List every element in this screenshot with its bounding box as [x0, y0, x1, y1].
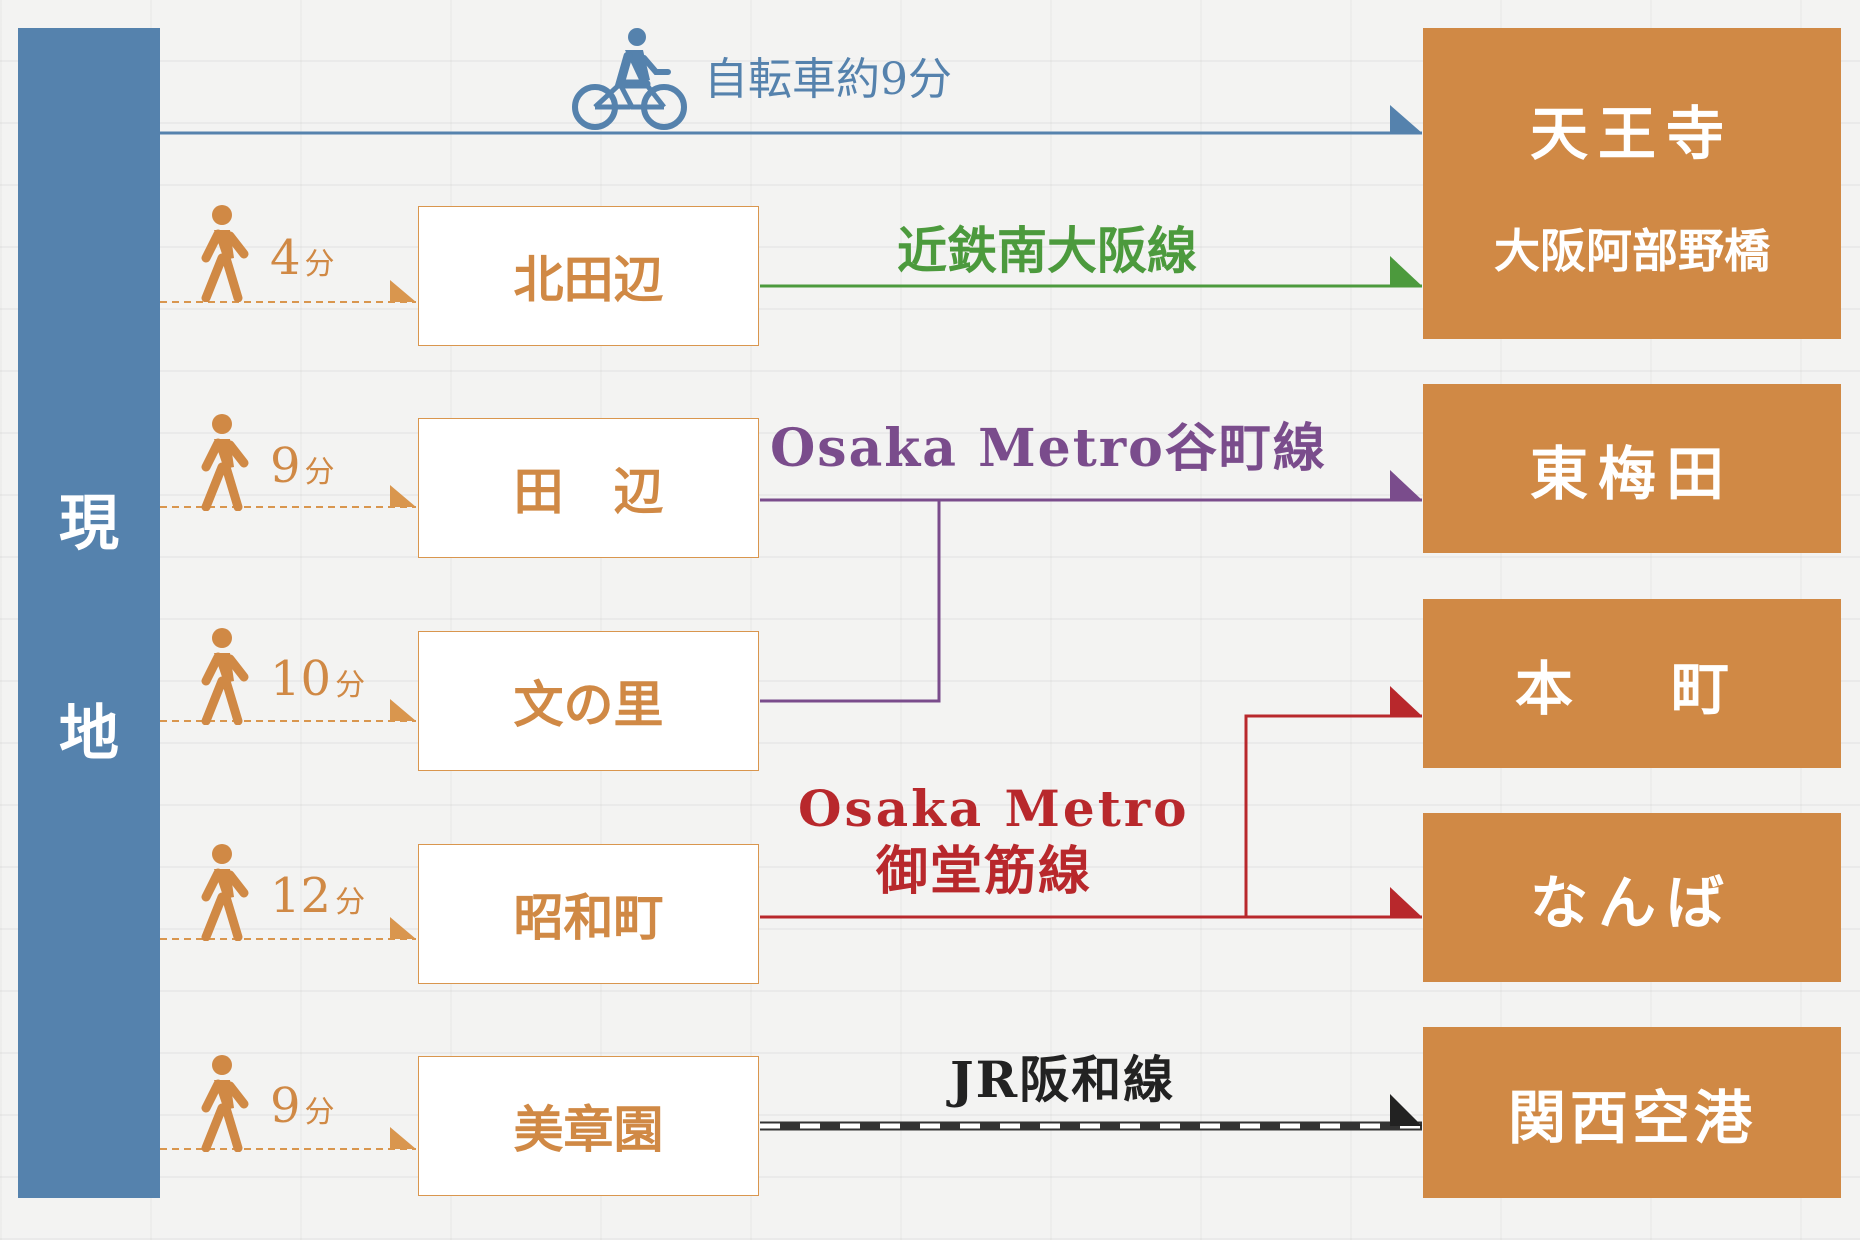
bicycle-icon — [572, 28, 687, 130]
walking-person-icon — [201, 844, 249, 941]
tanimachi-branch-line — [760, 500, 941, 703]
walk-arrowhead-bishoen — [390, 1127, 416, 1149]
origin-block: 現 地 — [18, 28, 160, 1198]
destination-namba: なんば — [1423, 813, 1841, 982]
station-showacho: 昭和町 — [418, 844, 759, 984]
walking-person-icon — [201, 1055, 249, 1152]
bicycle-time-label: 自転車約9分 — [704, 54, 952, 105]
bicycle-route-arrowhead — [1390, 105, 1422, 133]
tanimachi-line-label: Osaka Metro谷町線 — [770, 418, 1327, 479]
walking-person-icon — [201, 628, 249, 725]
origin-char-1: 現 — [59, 489, 119, 559]
origin-char-2: 地 — [59, 699, 119, 769]
destination-tennoji-name: 天王寺 — [1529, 99, 1734, 168]
station-tanabe: 田 辺 — [418, 418, 759, 558]
jr-arrowhead — [1390, 1094, 1422, 1126]
destination-higashi-umeda: 東梅田 — [1423, 384, 1841, 553]
walk-arrowhead-showacho — [390, 917, 416, 939]
midosuji-line-label-1: Osaka Metro — [798, 779, 1190, 838]
destination-honmachi: 本 町 — [1423, 599, 1841, 768]
destination-kansai-airport: 関西空港 — [1423, 1027, 1841, 1198]
midosuji-arrowhead-honmachi — [1390, 686, 1422, 716]
jr-line-label: JR阪和線 — [950, 1050, 1176, 1109]
walking-person-icon — [201, 205, 249, 302]
tanimachi-arrowhead — [1390, 470, 1422, 500]
kintetsu-line-label: 近鉄南大阪線 — [897, 221, 1197, 280]
midosuji-branch-line — [1244, 714, 1422, 917]
walk-arrowhead-kitatanabe — [390, 280, 416, 302]
midosuji-line-label-2: 御堂筋線 — [876, 841, 1093, 902]
station-fuminosato: 文の里 — [418, 631, 759, 771]
station-bishoen: 美章園 — [418, 1056, 759, 1196]
walking-person-icon — [201, 414, 249, 511]
destination-tennoji-sub: 大阪阿部野橋 — [1494, 223, 1770, 278]
walk-arrowhead-tanabe — [390, 485, 416, 507]
walk-arrowhead-fuminosato — [390, 699, 416, 721]
kintetsu-arrowhead — [1390, 256, 1422, 286]
midosuji-arrowhead-namba — [1390, 887, 1422, 917]
destination-tennoji: 天王寺 大阪阿部野橋 — [1423, 28, 1841, 339]
station-kitatanabe: 北田辺 — [418, 206, 759, 346]
